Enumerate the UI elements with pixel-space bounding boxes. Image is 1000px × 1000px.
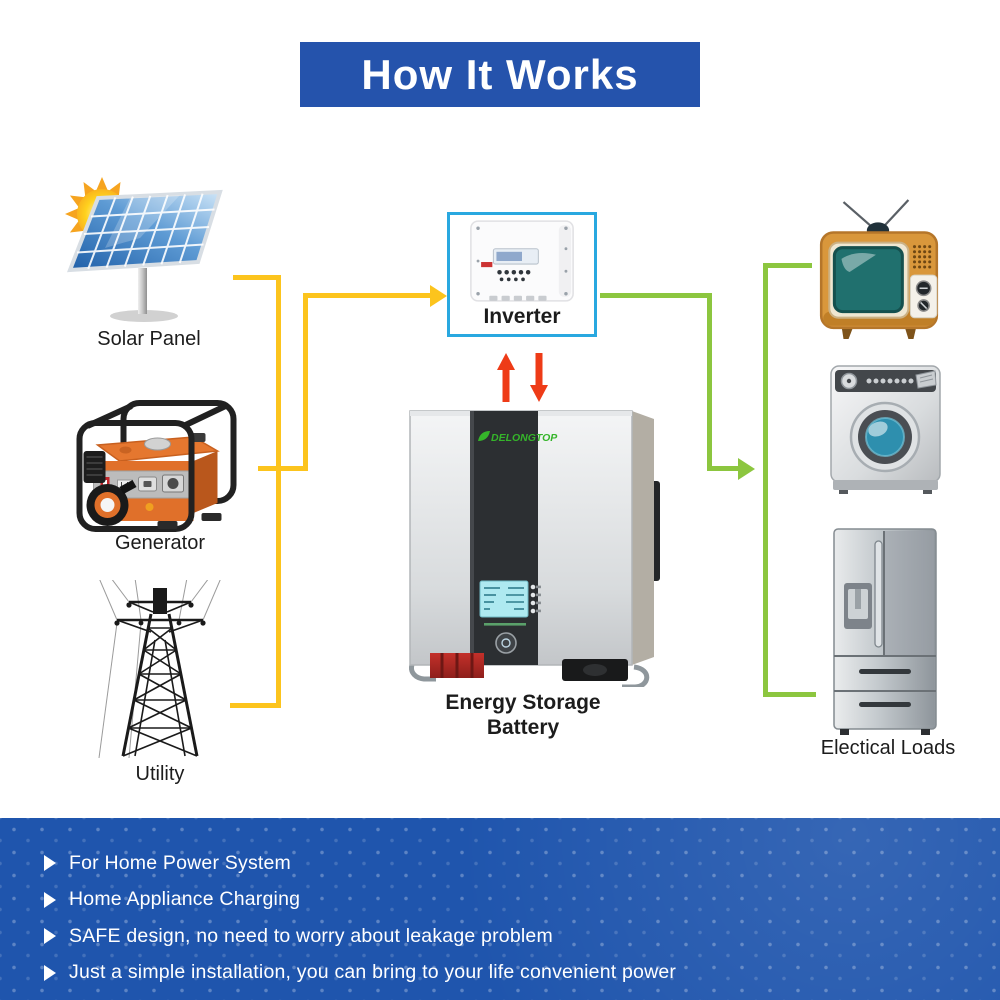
wire-inverter-out — [600, 293, 712, 298]
wire-mid-horizontal — [707, 466, 740, 471]
inverter-device-icon — [470, 220, 574, 302]
inverter-box: Inverter — [447, 212, 597, 337]
feature-row: Home Appliance Charging — [44, 882, 1000, 919]
wire-generator-vertical — [303, 293, 308, 471]
wire-left-trunk-vertical — [276, 275, 281, 708]
wire-generator-horizontal — [258, 466, 308, 471]
feature-row: SAFE design, no need to worry about leak… — [44, 918, 1000, 955]
wire-loads-bus-vertical — [763, 263, 768, 697]
feature-text: Home Appliance Charging — [69, 888, 301, 911]
arrowhead-into-loads — [738, 457, 755, 480]
feature-row: Just a simple installation, you can brin… — [44, 955, 1000, 992]
bullet-triangle-icon — [44, 855, 56, 872]
bullet-triangle-icon — [44, 928, 56, 945]
title-banner: How It Works — [300, 42, 700, 107]
bullet-triangle-icon — [44, 964, 56, 981]
feature-text: Just a simple installation, you can brin… — [69, 961, 677, 984]
battery-label: Energy Storage Battery — [445, 691, 601, 740]
page-title: How It Works — [361, 50, 639, 98]
bullet-triangle-icon — [44, 891, 56, 908]
electrical-loads-label: Electical Loads — [820, 737, 956, 759]
utility-label: Utility — [135, 763, 185, 785]
feature-text: For Home Power System — [69, 851, 292, 874]
charge-discharge-arrows-icon — [497, 353, 548, 402]
wire-mid-vertical — [707, 293, 712, 471]
feature-row: For Home Power System — [44, 845, 1000, 882]
features-banner: For Home Power System Home Appliance Cha… — [0, 818, 1000, 1000]
washing-machine-icon — [823, 360, 948, 495]
feature-text: SAFE design, no need to worry about leak… — [69, 924, 553, 947]
battery-icon: DELONGTOP — [396, 395, 666, 690]
battery-brand-text: DELONGTOP — [491, 432, 558, 444]
solar-panel-icon — [60, 168, 238, 330]
tv-icon — [813, 198, 945, 340]
inverter-label: Inverter — [483, 305, 561, 328]
wire-to-tv — [763, 263, 812, 268]
wire-to-inverter — [303, 293, 432, 298]
arrowhead-into-inverter — [430, 284, 447, 307]
solar-panel-label: Solar Panel — [97, 328, 201, 350]
refrigerator-icon — [828, 525, 942, 737]
wire-utility-horizontal — [230, 703, 281, 708]
generator-icon — [68, 395, 246, 533]
wire-to-fridge — [763, 692, 816, 697]
generator-label: Generator — [114, 532, 206, 554]
wire-solar-horizontal — [233, 275, 281, 280]
utility-tower-icon — [92, 577, 228, 759]
